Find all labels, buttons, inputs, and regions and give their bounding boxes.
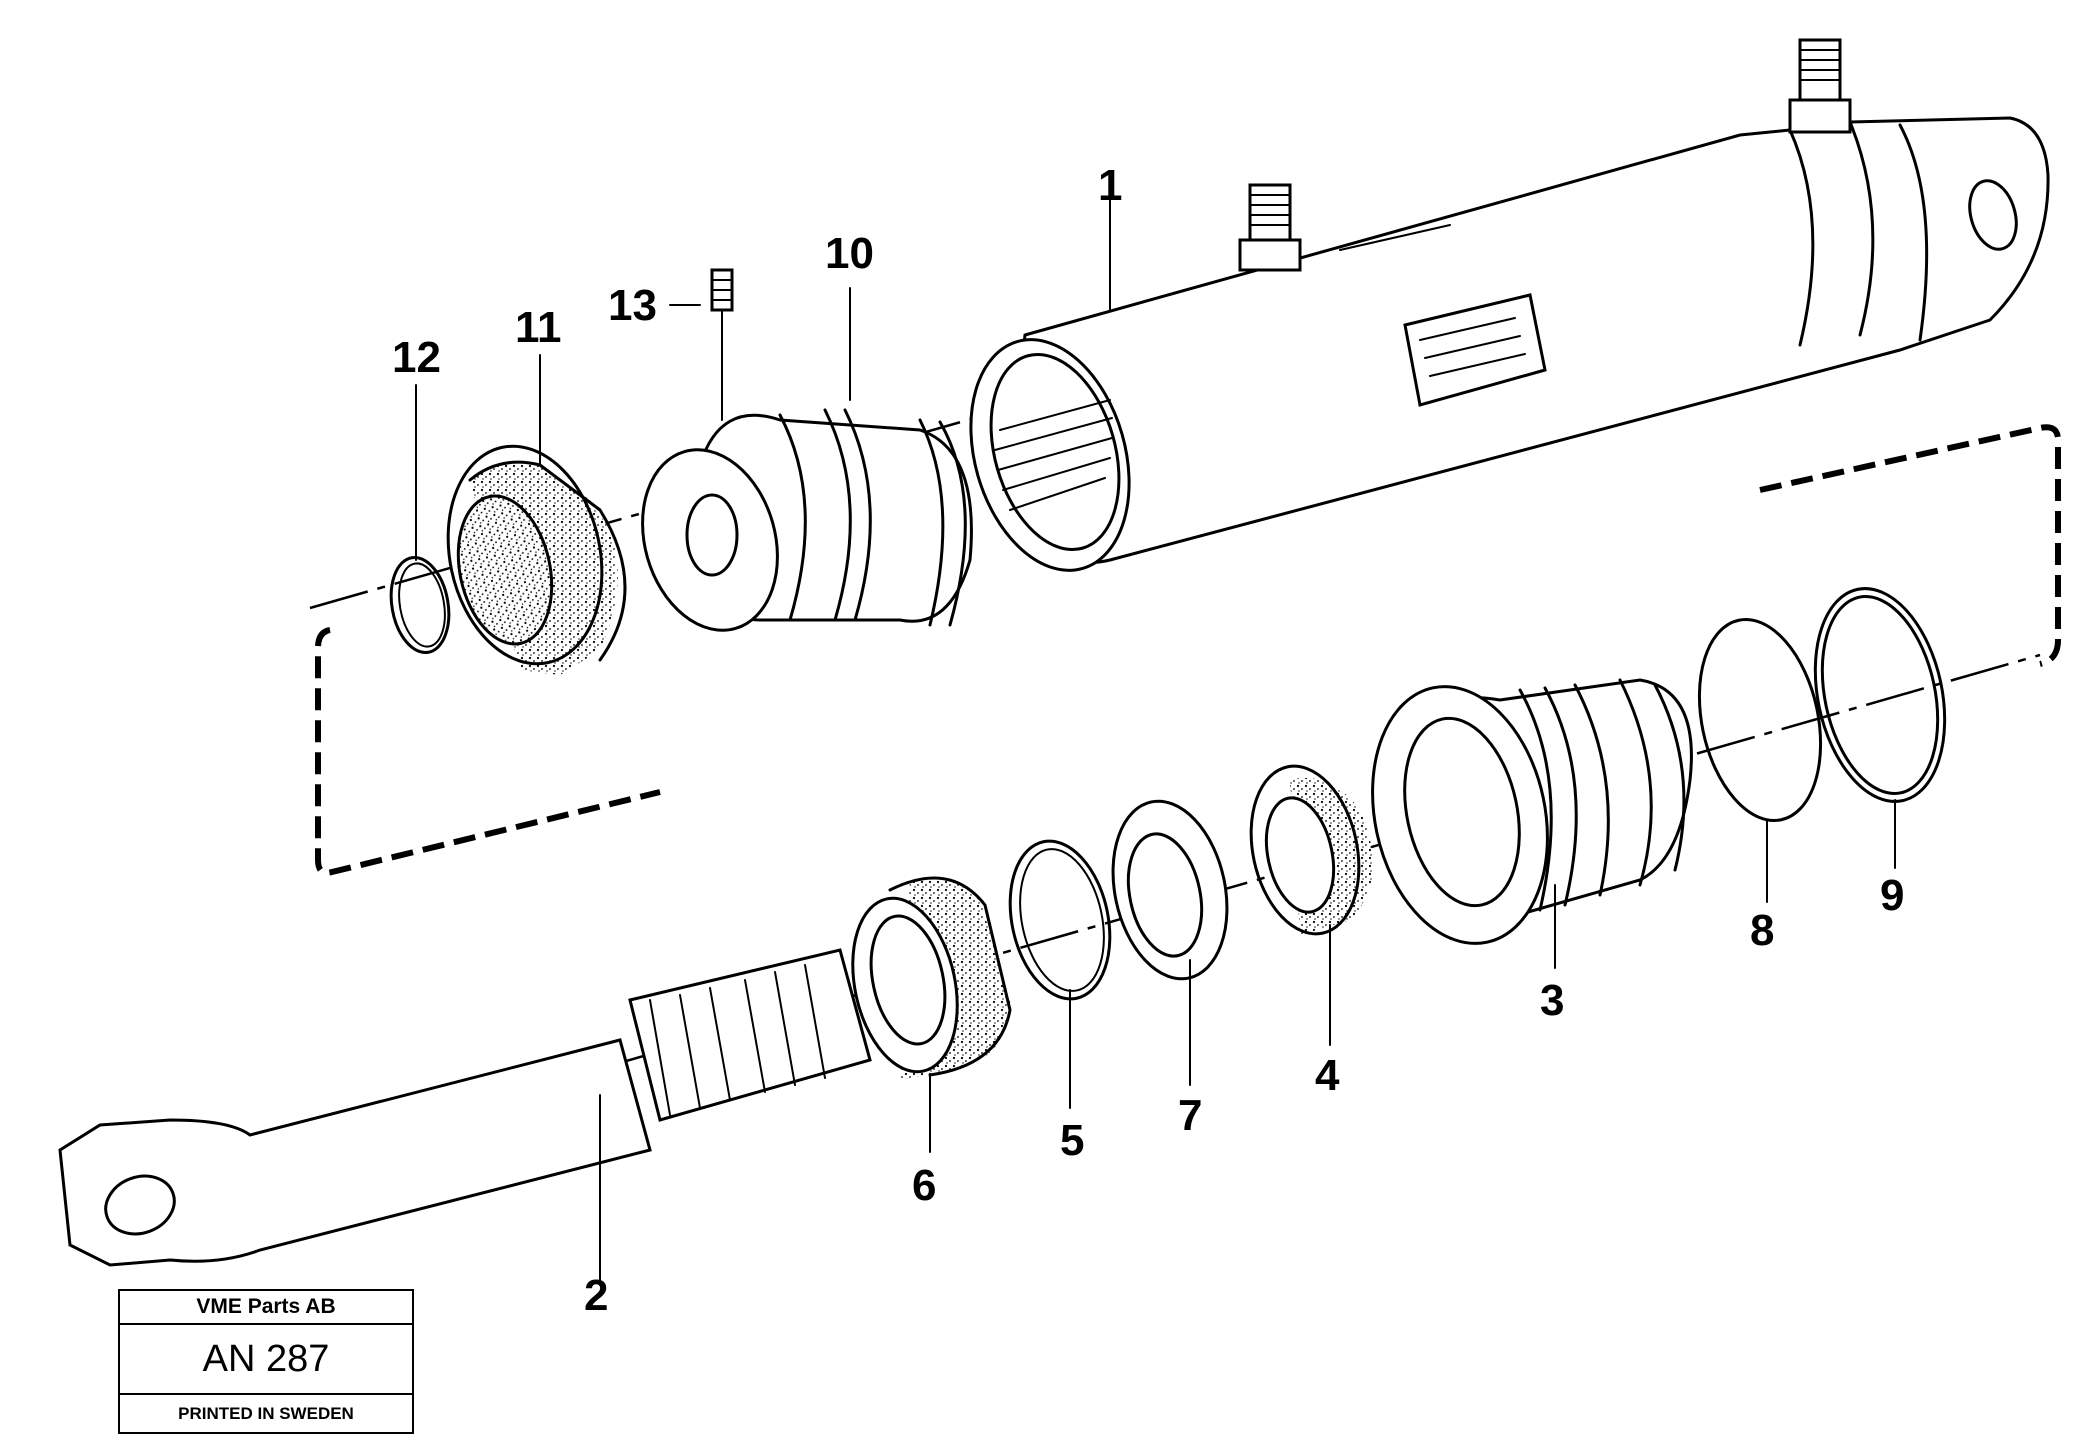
callout-4: 4 bbox=[1315, 1051, 1340, 1100]
connection-bracket-right bbox=[1759, 424, 2061, 667]
callout-7: 7 bbox=[1178, 1091, 1202, 1140]
company-name: VME Parts AB bbox=[120, 1291, 412, 1325]
callout-3: 3 bbox=[1540, 976, 1564, 1025]
callout-9: 9 bbox=[1880, 871, 1904, 920]
rod-seal bbox=[1249, 764, 1373, 936]
back-up-ring-outer bbox=[1813, 587, 1947, 803]
diagram-code: AN 287 bbox=[120, 1325, 412, 1395]
callout-2: 2 bbox=[584, 1271, 608, 1320]
piston-rod bbox=[58, 948, 872, 1267]
guide-bushing-upper bbox=[446, 444, 627, 675]
o-ring bbox=[1697, 618, 1823, 822]
callout-10: 10 bbox=[825, 229, 874, 278]
callout-11: 11 bbox=[515, 303, 562, 352]
leader-lines bbox=[415, 194, 1896, 1286]
rod-wiper bbox=[851, 876, 1012, 1080]
connection-bracket-left bbox=[315, 627, 661, 876]
back-up-ring bbox=[1111, 799, 1229, 981]
o-ring-upper bbox=[389, 555, 451, 655]
title-block: VME Parts AB AN 287 PRINTED IN SWEDEN bbox=[118, 1289, 414, 1434]
callout-13: 13 bbox=[608, 281, 657, 330]
printed-note: PRINTED IN SWEDEN bbox=[178, 1403, 354, 1423]
circlip bbox=[1008, 839, 1112, 1001]
piston bbox=[641, 268, 973, 632]
cylinder-head bbox=[1371, 678, 1693, 945]
callout-12: 12 bbox=[392, 333, 441, 382]
callout-1: 1 bbox=[1098, 161, 1122, 210]
callout-6: 6 bbox=[912, 1161, 936, 1210]
callout-8: 8 bbox=[1750, 906, 1774, 955]
cylinder-barrel bbox=[969, 38, 2050, 572]
callout-5: 5 bbox=[1060, 1116, 1084, 1165]
